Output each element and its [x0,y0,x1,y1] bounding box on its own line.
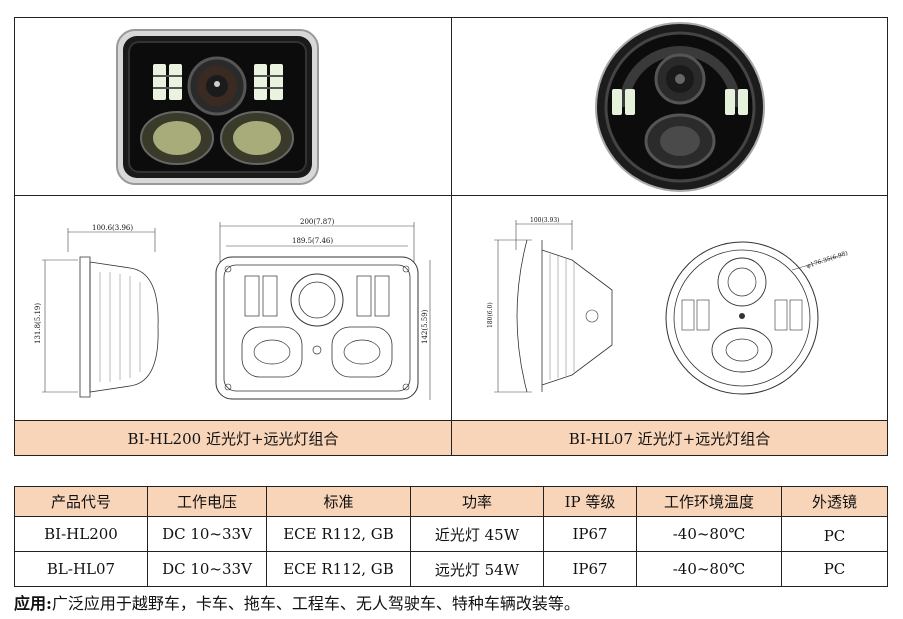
dim-side-width-round: 100(3.93) [530,217,560,224]
application-text: 广泛应用于越野车，卡车、拖车、工程车、无人驾驶车、特种车辆改装等。 [51,594,580,613]
dim-side-width: 100.6(3.96) [92,224,133,232]
bi-hl200-drawing: 100.6(3.96) 131.8(5.19) 200(7.87) 189.5(… [30,212,445,414]
row1-product-code: BI-HL200 [44,525,118,543]
bi-hl200-photo [115,28,320,186]
bi-hl07-photo [594,21,766,193]
bi-hl07-drawing: 100(3.93) 180(6.0) φ176.35(6.98) [472,210,872,416]
header-ip-rating: IP 等级 [564,493,616,511]
application-label: 应用: [14,594,52,613]
application-line: 应用: 广泛应用于越野车，卡车、拖车、工程车、无人驾驶车、特种车辆改装等。 [14,590,580,614]
row2-voltage: DC 10~33V [162,560,252,578]
row1-power: 近光灯 45W [434,525,520,544]
row1-temperature: -40~80℃ [672,525,746,543]
dim-front-inner-width: 189.5(7.46) [292,237,333,245]
row2-ip-rating: IP67 [572,560,608,578]
row2-standard: ECE R112, GB [283,560,394,578]
header-temperature: 工作环境温度 [663,493,754,511]
dim-side-height: 131.8(5.19) [34,303,42,344]
bi-hl07-caption: BI-HL07 近光灯+远光灯组合 [452,421,887,455]
bi-hl200-caption: BI-HL200 近光灯+远光灯组合 [15,421,451,455]
header-power: 功率 [461,493,492,511]
row2-lens: PC [823,560,846,578]
dim-front-width: 200(7.87) [300,218,335,226]
dim-front-height: 142(5.59) [421,309,429,344]
header-standard: 标准 [323,493,354,511]
row1-lens: PC [823,527,846,545]
row1-standard: ECE R112, GB [283,525,394,543]
header-voltage: 工作电压 [176,493,237,511]
dim-front-diameter: φ176.35(6.98) [805,250,848,270]
row2-product-code: BL-HL07 [46,560,116,578]
row1-voltage: DC 10~33V [162,525,252,543]
header-product-code: 产品代号 [50,493,111,511]
row2-power: 远光灯 54W [434,560,520,579]
row2-temperature: -40~80℃ [672,560,746,578]
dim-side-height-round: 180(6.0) [487,302,494,328]
header-lens: 外透镜 [811,493,857,511]
row1-ip-rating: IP67 [572,525,608,543]
